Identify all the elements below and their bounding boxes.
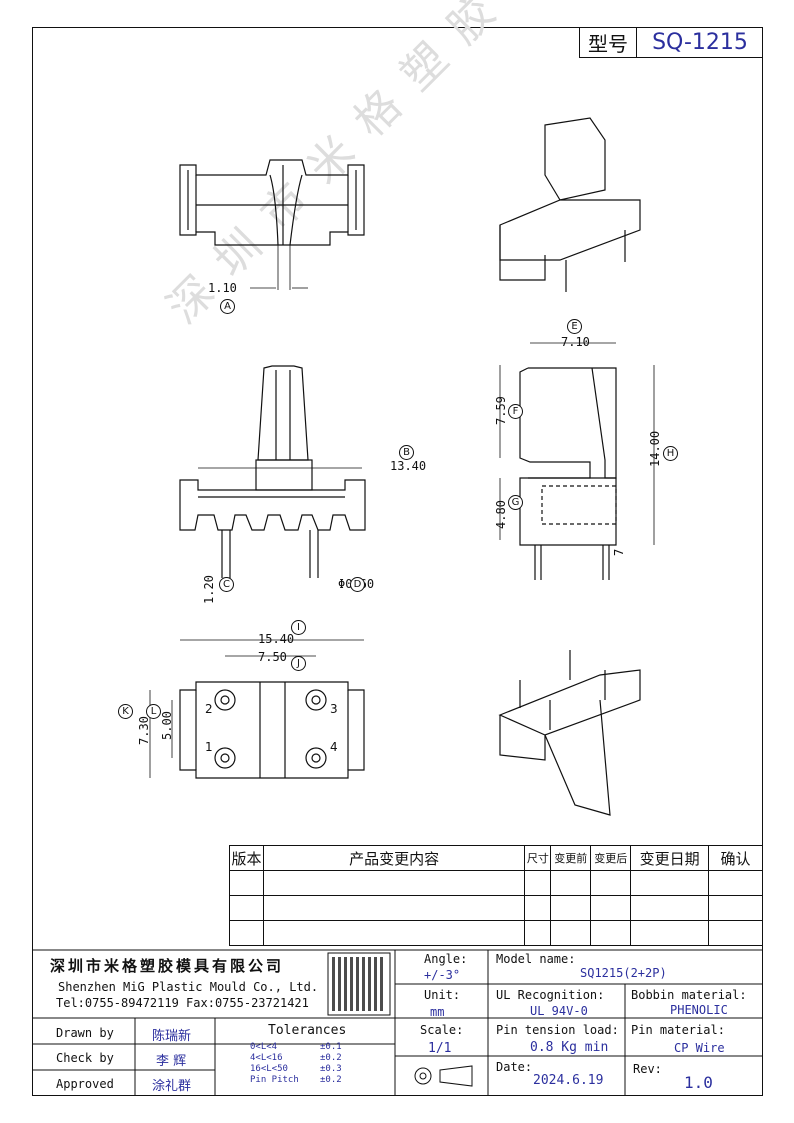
callout-f: F	[508, 404, 523, 419]
dim-9: 7	[612, 548, 626, 556]
unit-value: mm	[430, 1005, 445, 1019]
dim-13: 5.00	[160, 711, 174, 740]
drawing-sheet	[32, 27, 763, 1096]
dim-3: 1.20	[202, 575, 216, 604]
tolerance-list: 0<L<4±0.1 4<L<16±0.2 16<L<50±0.3 Pin Pit…	[250, 1042, 342, 1086]
model-name-value: SQ1215(2+2P)	[580, 966, 667, 980]
dim-2: 13.40	[390, 459, 427, 473]
dim-7: 14.00	[648, 430, 662, 467]
check-by-label: Check by	[56, 1051, 114, 1065]
callout-j: J	[291, 656, 306, 671]
callout-g: G	[508, 495, 523, 510]
table-row	[229, 920, 763, 946]
revision-table: 版本 产品变更内容 尺寸 变更前 变更后 变更日期 确认	[229, 845, 763, 946]
check-by-value: 李 辉	[156, 1054, 187, 1069]
qr-code-icon	[332, 957, 386, 1011]
tolerances-label: Tolerances	[268, 1023, 347, 1038]
model-header-value: SQ-1215	[652, 29, 748, 55]
callout-c: C	[219, 577, 234, 592]
pin-number-4: 4	[330, 740, 338, 754]
drawn-by-value: 陈瑞新	[152, 1029, 192, 1044]
rev-col-content: 产品变更内容	[262, 845, 526, 871]
table-row	[229, 895, 763, 921]
rev-col-date: 变更日期	[630, 845, 710, 871]
dim-8: 4.80	[494, 500, 508, 529]
dim-6: 7.59	[494, 396, 508, 425]
title-block-grid	[32, 949, 763, 1096]
bobbin-material-label: Bobbin material:	[631, 988, 747, 1002]
angle-value: +/-3°	[424, 968, 461, 982]
model-name-label: Model name:	[496, 952, 576, 966]
pin-number-2: 2	[205, 702, 213, 716]
revision-header-row: 版本 产品变更内容 尺寸 变更前 变更后 变更日期 确认	[229, 845, 763, 871]
pin-tension-label: Pin tension load:	[496, 1023, 619, 1037]
bobbin-material-value: PHENOLIC	[670, 1003, 728, 1017]
rev-col-before: 变更前	[550, 845, 592, 871]
pin-number-3: 3	[330, 702, 338, 716]
approved-value: 涂礼群	[152, 1079, 192, 1094]
callout-e: E	[567, 319, 582, 334]
model-header-key: 型号	[580, 27, 637, 57]
date-label: Date:	[496, 1060, 533, 1074]
rev-value: 1.0	[684, 1073, 713, 1092]
dim-5: 7.10	[561, 335, 590, 349]
top-view	[179, 159, 365, 290]
side-view	[499, 342, 655, 580]
company-contact: Tel:0755-89472119 Fax:0755-23721421	[56, 996, 309, 1010]
dim-1: 1.10	[208, 281, 237, 295]
tolerance-row: Pin Pitch±0.2	[250, 1075, 342, 1085]
callout-b: B	[399, 445, 414, 460]
rev-col-confirm: 确认	[708, 845, 763, 871]
ul-recognition-value: UL 94V-0	[530, 1004, 588, 1018]
tolerance-row: 0<L<4±0.1	[250, 1042, 342, 1052]
drawn-by-label: Drawn by	[56, 1026, 114, 1040]
approved-label: Approved	[56, 1077, 114, 1091]
model-header: 型号 SQ-1215	[579, 27, 763, 58]
pin-number-1: 1	[205, 740, 213, 754]
callout-a: A	[220, 299, 235, 314]
rev-col-version: 版本	[229, 845, 264, 871]
rev-label: Rev:	[633, 1062, 662, 1076]
dim-11: 7.50	[258, 650, 287, 664]
company-name-cn: 深圳市米格塑胶模具有限公司	[50, 957, 285, 975]
scale-value: 1/1	[428, 1041, 452, 1056]
tolerance-row: 16<L<50±0.3	[250, 1064, 342, 1074]
callout-l: L	[146, 704, 161, 719]
table-row	[229, 870, 763, 896]
callout-i: I	[291, 620, 306, 635]
iso-view-bottom	[498, 650, 641, 816]
front-view	[179, 365, 366, 578]
dim-12: 7.30	[137, 716, 151, 745]
callout-k: K	[118, 704, 133, 719]
dim-10: 15.40	[258, 632, 295, 646]
company-name-en: Shenzhen MiG Plastic Mould Co., Ltd.	[58, 980, 319, 994]
tolerance-row: 4<L<16±0.2	[250, 1053, 342, 1063]
bottom-view	[149, 639, 365, 779]
pin-material-label: Pin material:	[631, 1023, 725, 1037]
callout-d: D	[350, 577, 365, 592]
pin-material-value: CP Wire	[674, 1041, 725, 1055]
ul-recognition-label: UL Recognition:	[496, 988, 605, 1002]
rev-col-dimension: 尺寸	[524, 845, 552, 871]
angle-label: Angle:	[424, 952, 468, 966]
callout-h: H	[663, 446, 678, 461]
date-value: 2024.6.19	[533, 1073, 604, 1088]
unit-label: Unit:	[424, 988, 461, 1002]
rev-col-after: 变更后	[590, 845, 632, 871]
iso-view-top	[499, 117, 641, 292]
pin-tension-value: 0.8 Kg min	[530, 1040, 609, 1055]
scale-label: Scale:	[420, 1023, 464, 1037]
